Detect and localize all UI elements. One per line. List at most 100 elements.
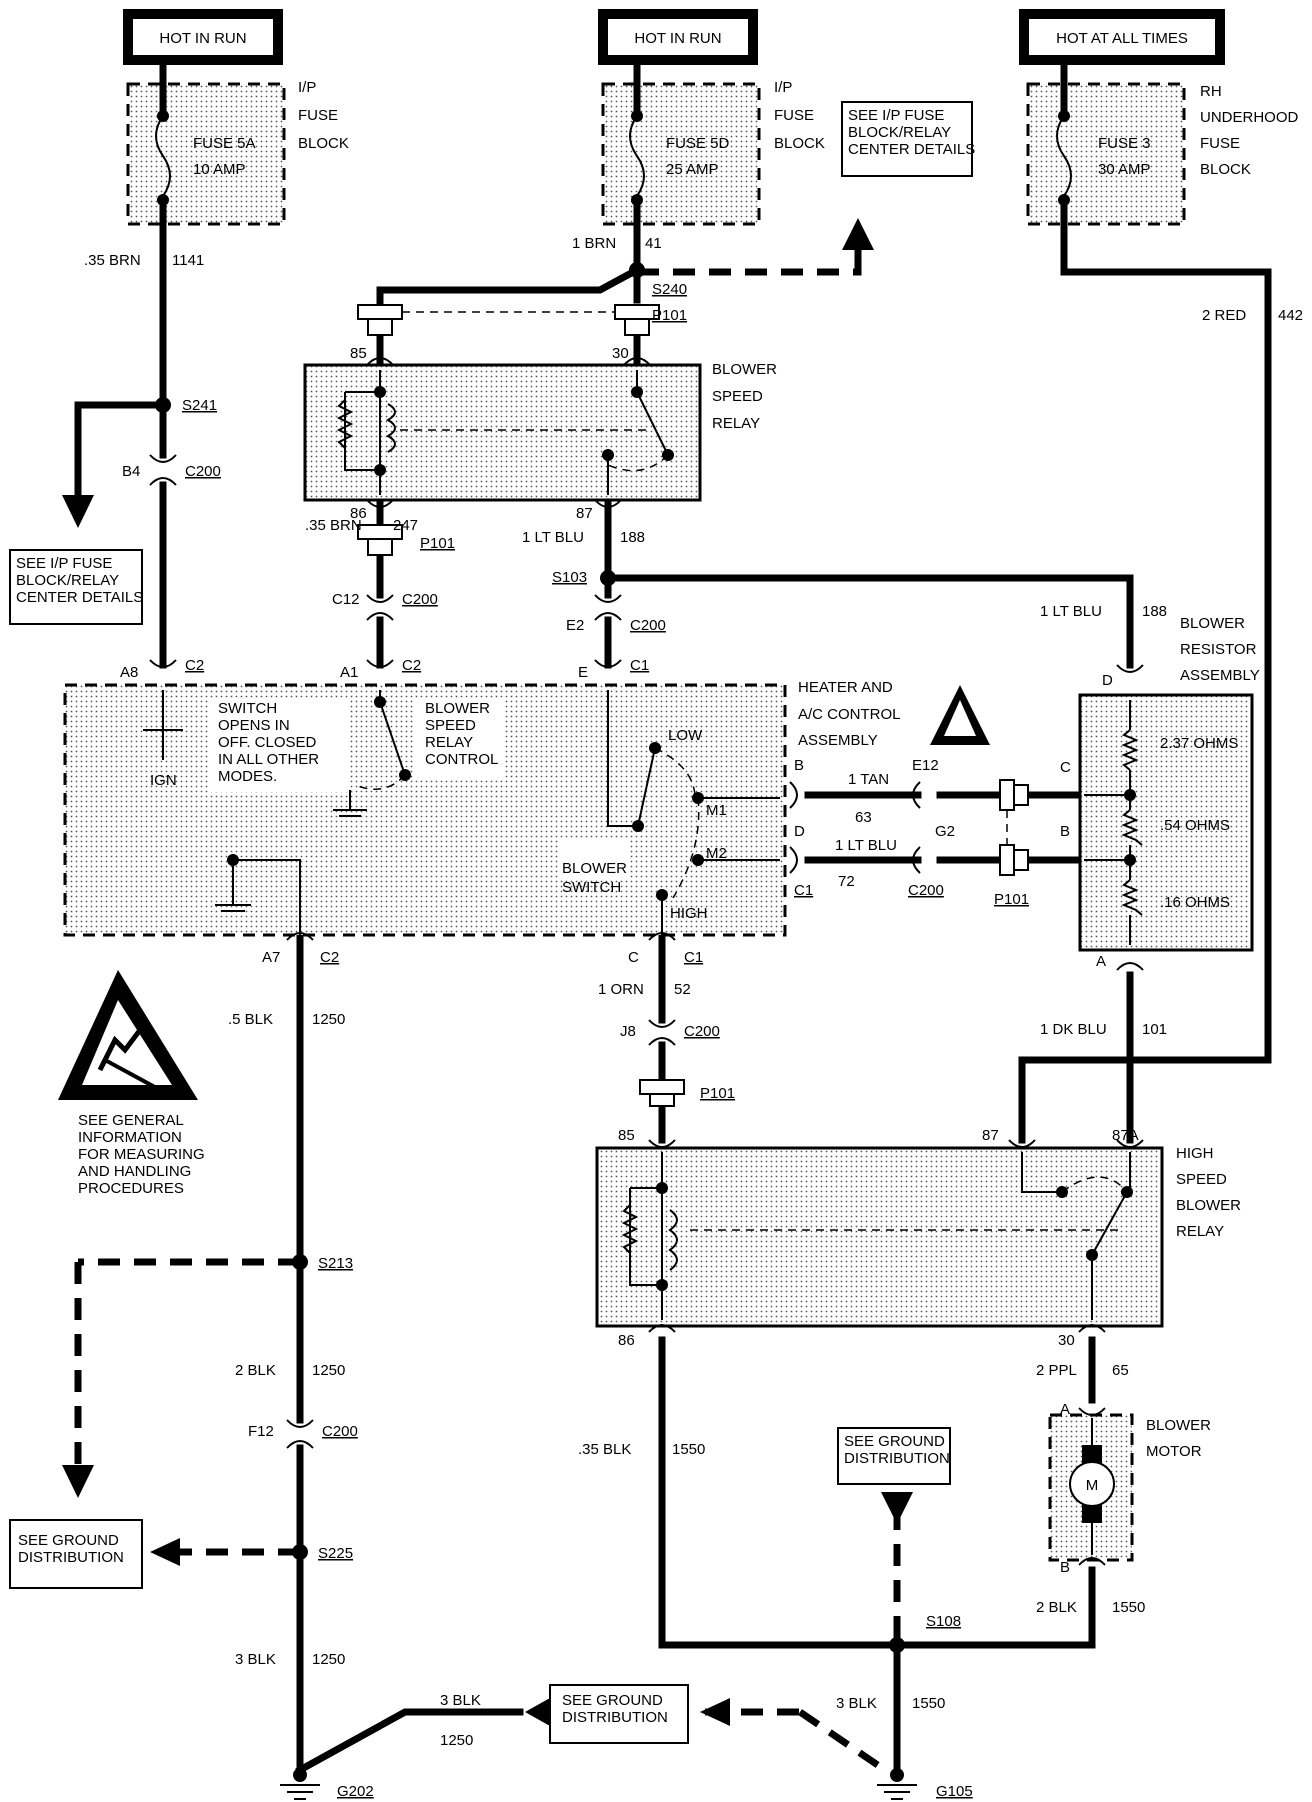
svg-text:1 DK BLU: 1 DK BLU <box>1040 1021 1107 1038</box>
svg-text:1 LT BLU: 1 LT BLU <box>835 837 897 854</box>
svg-text:BLOCK: BLOCK <box>774 135 825 152</box>
esd-warning-icon <box>58 970 198 1100</box>
svg-text:1550: 1550 <box>672 1441 705 1458</box>
svg-text:S240: S240 <box>652 281 687 298</box>
svg-text:2 RED: 2 RED <box>1202 307 1246 324</box>
ground-g202-icon <box>280 1768 320 1800</box>
hot-in-run-header-2: HOT IN RUN <box>598 9 758 65</box>
svg-text:INFORMATION: INFORMATION <box>78 1129 182 1146</box>
svg-text:1 BRN: 1 BRN <box>572 235 616 252</box>
svg-text:HOT AT ALL TIMES: HOT AT ALL TIMES <box>1056 30 1188 47</box>
svg-text:ASSEMBLY: ASSEMBLY <box>798 732 878 749</box>
svg-text:SEE I/P FUSE: SEE I/P FUSE <box>848 107 944 124</box>
svg-text:1141: 1141 <box>172 252 204 269</box>
svg-text:BLOWER: BLOWER <box>1176 1197 1241 1214</box>
svg-text:C12: C12 <box>332 591 360 608</box>
svg-text:C2: C2 <box>185 657 204 674</box>
svg-text:FUSE: FUSE <box>1200 135 1240 152</box>
svg-text:SEE GROUND: SEE GROUND <box>844 1433 945 1450</box>
svg-text:85: 85 <box>350 345 367 362</box>
svg-text:S213: S213 <box>318 1255 353 1272</box>
svg-text:63: 63 <box>855 809 872 826</box>
svg-text:C200: C200 <box>684 1023 720 1040</box>
svg-text:442: 442 <box>1278 307 1303 324</box>
svg-text:G105: G105 <box>936 1783 973 1800</box>
svg-text:1250: 1250 <box>312 1362 345 1379</box>
svg-text:P101: P101 <box>700 1085 735 1102</box>
svg-text:PROCEDURES: PROCEDURES <box>78 1180 184 1197</box>
svg-text:B: B <box>1060 823 1070 840</box>
svg-text:85: 85 <box>618 1127 635 1144</box>
fuse-3-block: FUSE 3 30 AMP RH UNDERHOOD FUSE BLOCK <box>1026 56 1299 226</box>
svg-text:M: M <box>1086 1477 1099 1494</box>
heater-ac-control-assembly: IGN SWITCH OPENS IN OFF. CLOSED IN ALL O… <box>63 679 901 937</box>
svg-text:25 AMP: 25 AMP <box>666 161 719 178</box>
svg-text:BLOWER: BLOWER <box>562 860 627 877</box>
fuse-5a-block: FUSE 5A 10 AMP I/P FUSE BLOCK <box>126 56 349 226</box>
svg-text:.16 OHMS: .16 OHMS <box>1160 894 1230 911</box>
svg-text:41: 41 <box>645 235 662 252</box>
svg-text:A/C CONTROL: A/C CONTROL <box>798 706 901 723</box>
svg-text:IN ALL OTHER: IN ALL OTHER <box>218 751 319 768</box>
svg-text:.35 BRN: .35 BRN <box>84 252 141 269</box>
svg-text:.35 BRN: .35 BRN <box>305 517 362 534</box>
svg-text:RELAY: RELAY <box>712 415 760 432</box>
svg-text:I/P: I/P <box>298 79 316 96</box>
svg-text:SEE I/P FUSE: SEE I/P FUSE <box>16 555 112 572</box>
svg-text:BLOCK: BLOCK <box>298 135 349 152</box>
svg-text:J8: J8 <box>620 1023 636 1040</box>
svg-text:UNDERHOOD: UNDERHOOD <box>1200 109 1299 126</box>
svg-text:E12: E12 <box>912 757 939 774</box>
svg-text:2 PPL: 2 PPL <box>1036 1362 1077 1379</box>
svg-text:BLOCK/RELAY: BLOCK/RELAY <box>848 124 951 141</box>
svg-text:SPEED: SPEED <box>712 388 763 405</box>
svg-text:OFF. CLOSED: OFF. CLOSED <box>218 734 317 751</box>
svg-text:1250: 1250 <box>440 1732 473 1749</box>
svg-text:FUSE 5D: FUSE 5D <box>666 135 730 152</box>
svg-text:A8: A8 <box>120 664 138 681</box>
svg-text:P101: P101 <box>652 307 687 324</box>
svg-text:B: B <box>1060 1559 1070 1576</box>
svg-text:FUSE 3: FUSE 3 <box>1098 135 1151 152</box>
svg-text:A: A <box>1060 1401 1070 1418</box>
high-speed-blower-relay: HIGH SPEED BLOWER RELAY <box>595 1145 1241 1328</box>
svg-text:.35 BLK: .35 BLK <box>578 1441 631 1458</box>
svg-text:30: 30 <box>612 345 629 362</box>
svg-text:S241: S241 <box>182 397 217 414</box>
svg-text:E2: E2 <box>566 617 584 634</box>
svg-text:MOTOR: MOTOR <box>1146 1443 1202 1460</box>
svg-text:CENTER DETAILS: CENTER DETAILS <box>848 141 975 158</box>
svg-text:10 AMP: 10 AMP <box>193 161 246 178</box>
svg-text:SEE GROUND: SEE GROUND <box>562 1692 663 1709</box>
svg-text:C200: C200 <box>322 1423 358 1440</box>
svg-text:SEE GENERAL: SEE GENERAL <box>78 1112 184 1129</box>
hot-at-all-times-header: HOT AT ALL TIMES <box>1019 9 1225 65</box>
esd-note: SEE GENERAL INFORMATION FOR MEASURING AN… <box>78 1112 205 1197</box>
connector-symbols <box>149 304 1144 1566</box>
svg-text:BLOCK/RELAY: BLOCK/RELAY <box>16 572 119 589</box>
svg-text:C200: C200 <box>630 617 666 634</box>
svg-text:S103: S103 <box>552 569 587 586</box>
wire-network <box>62 196 1272 1779</box>
svg-text:RESISTOR: RESISTOR <box>1180 641 1257 658</box>
note-ipfuse-left: SEE I/P FUSE BLOCK/RELAY CENTER DETAILS <box>9 549 143 625</box>
svg-text:A7: A7 <box>262 949 280 966</box>
svg-text:1 LT BLU: 1 LT BLU <box>1040 603 1102 620</box>
svg-text:RELAY: RELAY <box>425 734 473 751</box>
svg-text:M2: M2 <box>706 845 727 862</box>
svg-text:C2: C2 <box>402 657 421 674</box>
svg-text:CONTROL: CONTROL <box>425 751 498 768</box>
svg-text:C200: C200 <box>908 882 944 899</box>
svg-text:FUSE: FUSE <box>298 107 338 124</box>
svg-text:72: 72 <box>838 873 855 890</box>
svg-text:G202: G202 <box>337 1783 374 1800</box>
svg-text:S225: S225 <box>318 1545 353 1562</box>
svg-text:S108: S108 <box>926 1613 961 1630</box>
note-ground-bottom: SEE GROUND DISTRIBUTION <box>525 1684 689 1744</box>
splice-labels: S241 S240 S103 S213 S225 S108 G202 G105 <box>182 281 973 1800</box>
svg-text:A1: A1 <box>340 664 358 681</box>
svg-text:AND HANDLING: AND HANDLING <box>78 1163 191 1180</box>
svg-text:P101: P101 <box>420 535 455 552</box>
blower-speed-relay: BLOWER SPEED RELAY <box>303 361 777 502</box>
